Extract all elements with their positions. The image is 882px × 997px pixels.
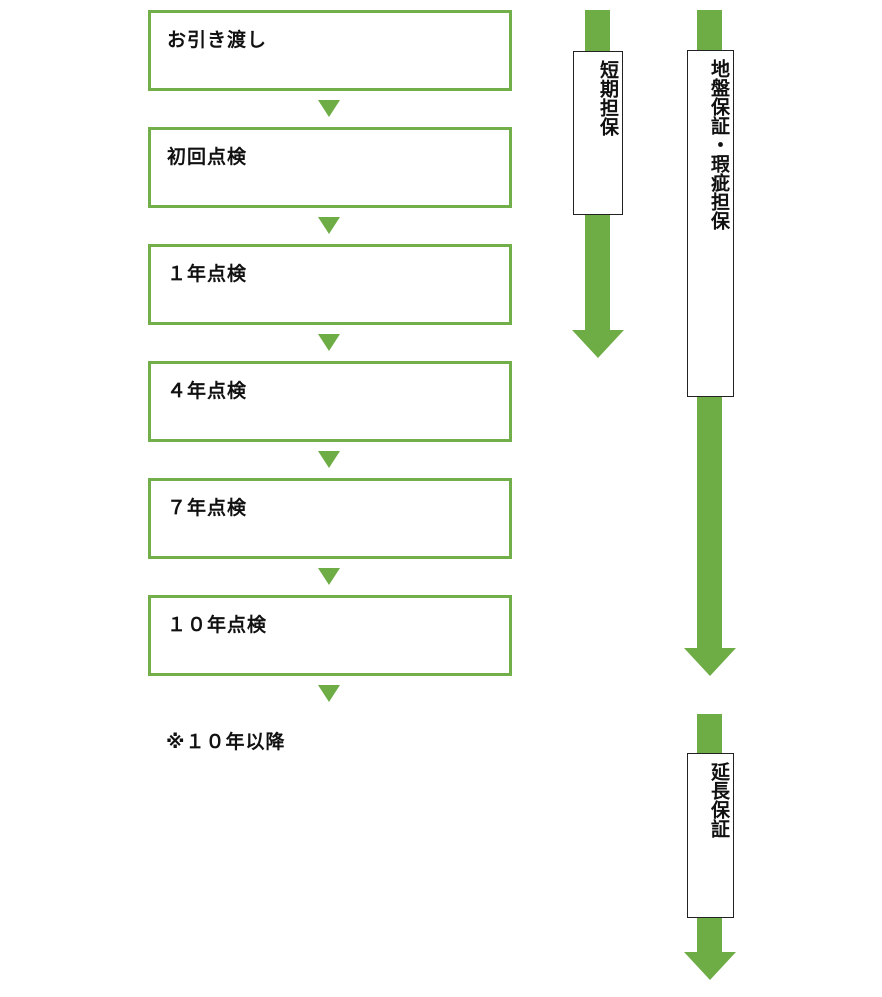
- step-handover: お引き渡し: [148, 10, 512, 91]
- extended-warranty-label-box: 延長保証: [687, 753, 734, 918]
- down-triangle-icon: [318, 217, 340, 234]
- step-label: ４年点検: [167, 380, 248, 402]
- step-initial-inspection: 初回点検: [148, 127, 512, 208]
- ground-warranty-label: 地盤保証・瑕疵担保: [708, 59, 730, 230]
- arrow-down-icon: [572, 330, 624, 358]
- step-1-year-inspection: １年点検: [148, 244, 512, 325]
- step-4-year-inspection: ４年点検: [148, 361, 512, 442]
- step-label: ７年点検: [167, 497, 248, 519]
- down-triangle-icon: [318, 334, 340, 351]
- down-triangle-icon: [318, 568, 340, 585]
- down-triangle-icon: [318, 451, 340, 468]
- extended-warranty-label: 延長保証: [708, 762, 730, 838]
- step-10-year-inspection: １０年点検: [148, 595, 512, 676]
- short-term-label: 短期担保: [597, 60, 619, 136]
- down-triangle-icon: [318, 100, 340, 117]
- step-label: １０年点検: [167, 614, 268, 636]
- short-term-label-box: 短期担保: [573, 51, 623, 215]
- ground-warranty-label-box: 地盤保証・瑕疵担保: [687, 50, 734, 397]
- step-label: １年点検: [167, 263, 248, 285]
- step-label: 初回点検: [167, 146, 248, 168]
- down-triangle-icon: [318, 685, 340, 702]
- after-10-years-note: ※１０年以降: [166, 731, 286, 753]
- step-label: お引き渡し: [167, 29, 268, 51]
- arrow-down-icon: [684, 952, 736, 980]
- arrow-down-icon: [684, 648, 736, 676]
- step-7-year-inspection: ７年点検: [148, 478, 512, 559]
